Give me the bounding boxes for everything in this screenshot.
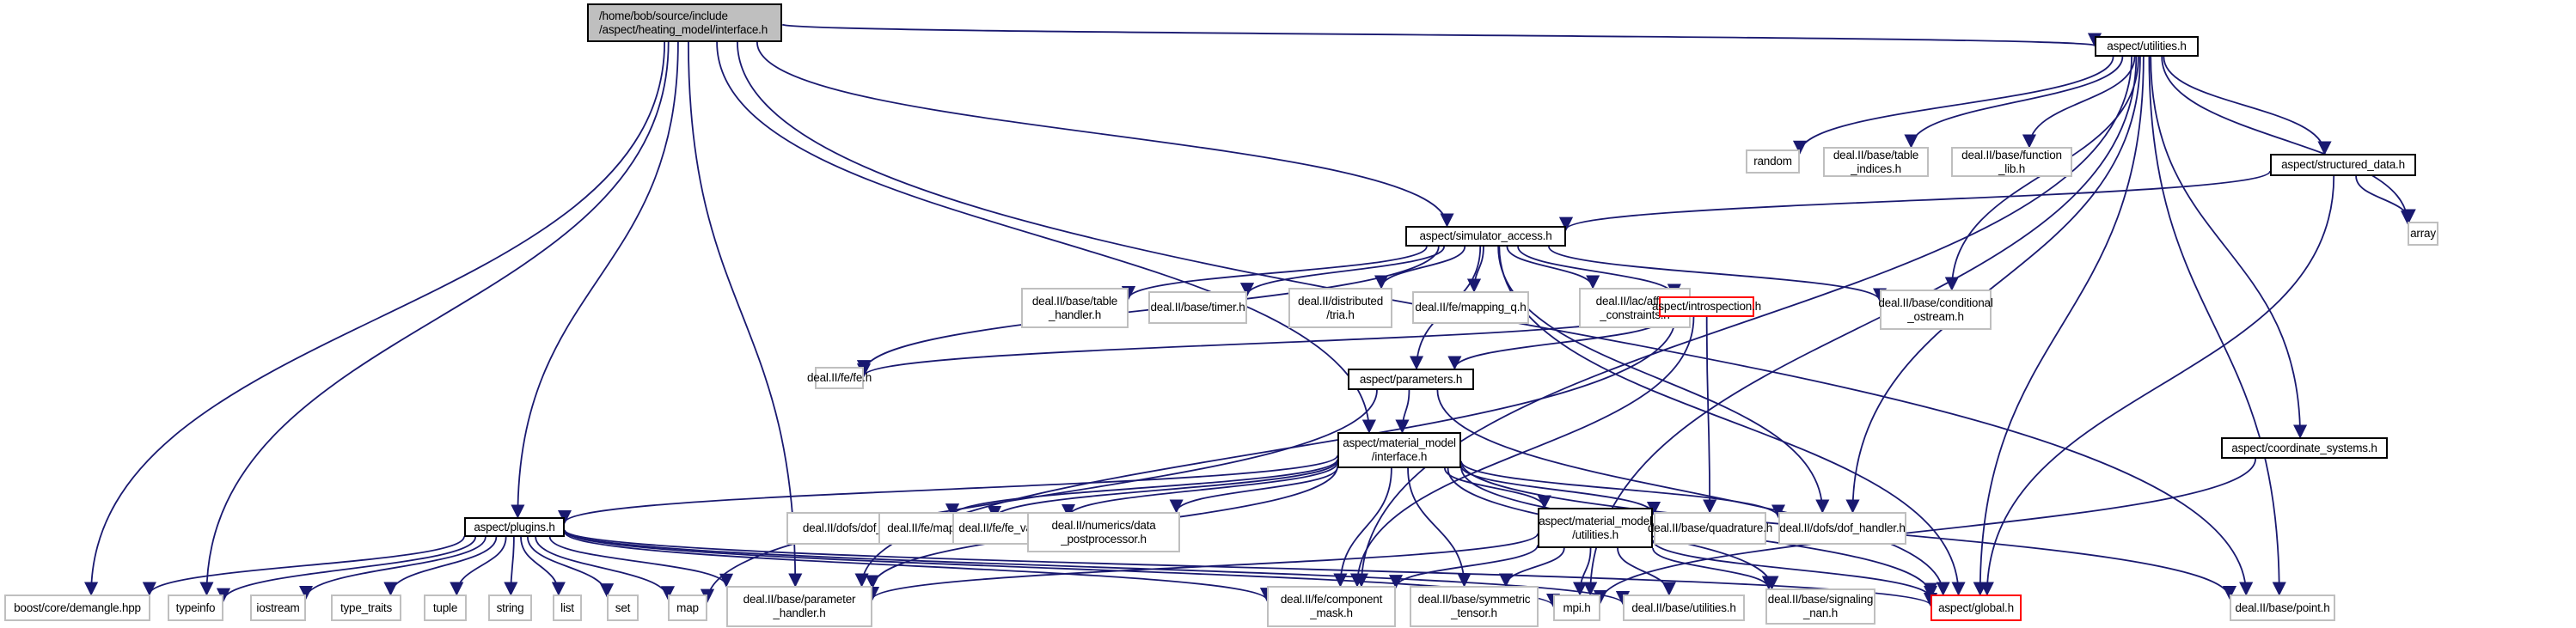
- node-root[interactable]: /home/bob/source/include /aspect/heating…: [587, 3, 782, 42]
- edge-mm-interface-to-comp-mask: [1333, 467, 1392, 588]
- edge-plugins-to-comp-mask: [564, 531, 1274, 602]
- node-coord-sys[interactable]: aspect/coordinate_systems.h: [2221, 437, 2388, 459]
- node-set[interactable]: set: [607, 594, 639, 621]
- edge-root-to-param-handler: [688, 41, 803, 588]
- edge-utilities-to-global: [1973, 56, 2145, 596]
- node-mapping-q[interactable]: deal.II/fe/mapping_q.h: [1412, 291, 1529, 324]
- edge-structured-data-to-simulator-access: [1559, 170, 2271, 231]
- node-mm-interface[interactable]: aspect/material_model /interface.h: [1337, 432, 1461, 468]
- node-sym-tensor[interactable]: deal.II/base/symmetric _tensor.h: [1410, 586, 1539, 627]
- node-random[interactable]: random: [1746, 149, 1800, 174]
- edge-introspection-to-quadrature: [1703, 316, 1717, 514]
- node-dof-handler[interactable]: deal.II/dofs/dof_handler.h: [1778, 512, 1906, 545]
- edge-mm-interface-to-dof-handler: [1460, 460, 1785, 519]
- edge-simulator-access-to-cond-ostream: [1548, 246, 1887, 302]
- node-simulator-access[interactable]: aspect/simulator_access.h: [1405, 226, 1566, 247]
- node-dist-tria[interactable]: deal.II/distributed /tria.h: [1288, 288, 1392, 328]
- edge-mm-interface-to-mm-utilities: [1444, 467, 1551, 509]
- edges-layer: [84, 23, 2416, 608]
- edge-simulator-access-to-mapping-q: [1466, 246, 1484, 293]
- edge-utilities-to-random: [1792, 56, 2114, 155]
- edge-utilities-to-table-indices: [1904, 56, 2124, 149]
- edge-plugins-to-string: [504, 536, 518, 596]
- node-data-post[interactable]: deal.II/numerics/data _postprocessor.h: [1027, 512, 1180, 552]
- node-typeinfo[interactable]: typeinfo: [168, 594, 223, 621]
- edge-mm-interface-to-dof-accessor: [945, 459, 1338, 518]
- edge-root-to-utilities: [781, 23, 2101, 47]
- node-point[interactable]: deal.II/base/point.h: [2230, 594, 2335, 621]
- edge-root-to-simulator-access: [756, 41, 1454, 228]
- node-plugins[interactable]: aspect/plugins.h: [464, 517, 565, 537]
- edge-plugins-to-param-handler: [548, 536, 733, 588]
- node-function-lib[interactable]: deal.II/base/function _lib.h: [1951, 147, 2072, 177]
- node-mm-utilities[interactable]: aspect/material_model /utilities.h: [1538, 508, 1653, 548]
- edge-simulator-access-to-dist-tria: [1374, 246, 1466, 290]
- edge-plugins-to-demangle: [142, 535, 465, 596]
- node-fe[interactable]: deal.II/fe/fe.h: [807, 367, 872, 389]
- edge-utilities-to-point: [2148, 56, 2286, 596]
- edge-coord-sys-to-mpi: [1594, 458, 2257, 605]
- edge-mm-utilities-to-global: [1652, 540, 1937, 600]
- node-quadrature[interactable]: deal.II/base/quadrature.h: [1648, 512, 1772, 545]
- node-utilities[interactable]: aspect/utilities.h: [2095, 36, 2199, 57]
- edge-parameters-to-global: [1436, 389, 1950, 596]
- edge-plugins-to-map: [535, 536, 676, 601]
- node-parameters[interactable]: aspect/parameters.h: [1348, 369, 1474, 390]
- node-comp-mask[interactable]: deal.II/fe/component _mask.h: [1267, 586, 1396, 627]
- edge-simulator-access-to-affine: [1506, 246, 1600, 290]
- edge-mm-interface-to-mapping: [988, 460, 1338, 521]
- node-array[interactable]: array: [2408, 222, 2438, 246]
- edge-plugins-to-base-utilities: [564, 529, 1630, 606]
- edge-plugins-to-tuple: [450, 536, 507, 596]
- edge-mm-utilities-to-mpi: [1572, 547, 1592, 596]
- edge-mm-utilities-to-comp-mask: [1388, 545, 1539, 589]
- edge-structured-data-to-array: [2355, 175, 2416, 223]
- node-global[interactable]: aspect/global.h: [1930, 594, 2022, 621]
- edge-root-to-demangle: [84, 41, 666, 596]
- node-table-handler[interactable]: deal.II/base/table _handler.h: [1021, 288, 1129, 328]
- edge-simulator-access-to-dof-handler: [1497, 246, 1830, 514]
- edge-root-to-plugins: [511, 41, 679, 519]
- node-string[interactable]: string: [488, 594, 532, 621]
- edge-root-to-typeinfo: [199, 41, 670, 596]
- edge-mm-interface-to-plugins: [558, 454, 1338, 525]
- edge-plugins-to-iostream: [298, 536, 486, 601]
- edge-structured-data-to-global: [1979, 175, 2335, 596]
- node-structured-data[interactable]: aspect/structured_data.h: [2270, 154, 2416, 176]
- edge-mm-utilities-to-signaling-nan: [1652, 547, 1776, 590]
- edge-mm-utilities-to-base-utilities: [1617, 547, 1676, 596]
- edge-simulator-access-to-table-handler: [1122, 246, 1428, 301]
- node-cond-ostream[interactable]: deal.II/base/conditional _ostream.h: [1878, 290, 1993, 330]
- edge-plugins-to-type-traits: [383, 536, 498, 596]
- edge-introspection-to-comp-mask: [1349, 316, 1695, 588]
- node-mpi[interactable]: mpi.h: [1553, 594, 1600, 621]
- node-tuple[interactable]: tuple: [424, 594, 467, 621]
- node-demangle[interactable]: boost/core/demangle.hpp: [4, 594, 150, 621]
- edge-introspection-to-fe: [857, 309, 1660, 378]
- edge-mm-utilities-to-sym-tensor: [1498, 547, 1565, 588]
- edge-utilities-to-dof-handler: [1845, 56, 2141, 514]
- node-map[interactable]: map: [668, 594, 707, 621]
- node-base-utilities[interactable]: deal.II/base/utilities.h: [1623, 594, 1745, 621]
- edge-plugins-to-list: [520, 536, 566, 596]
- node-type-traits[interactable]: type_traits: [331, 594, 401, 621]
- edge-mm-interface-to-data-post: [1169, 466, 1338, 514]
- edge-utilities-to-structured-data: [2163, 56, 2332, 155]
- edge-parameters-to-mm-interface: [1395, 389, 1410, 434]
- edge-utilities-to-comp-mask: [1354, 56, 2132, 588]
- node-table-indices[interactable]: deal.II/base/table _indices.h: [1823, 147, 1929, 177]
- node-list[interactable]: list: [553, 594, 582, 621]
- node-iostream[interactable]: iostream: [250, 594, 306, 621]
- node-timer[interactable]: deal.II/base/timer.h: [1148, 291, 1247, 324]
- edge-utilities-to-mpi: [1583, 56, 2138, 596]
- node-signaling-nan[interactable]: deal.II/base/signaling _nan.h: [1765, 588, 1875, 625]
- node-param-handler[interactable]: deal.II/base/parameter _handler.h: [726, 586, 872, 627]
- node-introspection[interactable]: aspect/introspection.h: [1652, 296, 1761, 317]
- edge-root-to-mm-interface: [716, 41, 1376, 434]
- edge-mm-interface-to-fe-values: [1062, 462, 1338, 519]
- edge-utilities-to-coord-sys: [2150, 56, 2308, 439]
- edge-plugins-to-typeinfo: [217, 536, 477, 602]
- edge-utilities-to-array: [2161, 56, 2415, 225]
- edge-plugins-to-set: [527, 536, 615, 598]
